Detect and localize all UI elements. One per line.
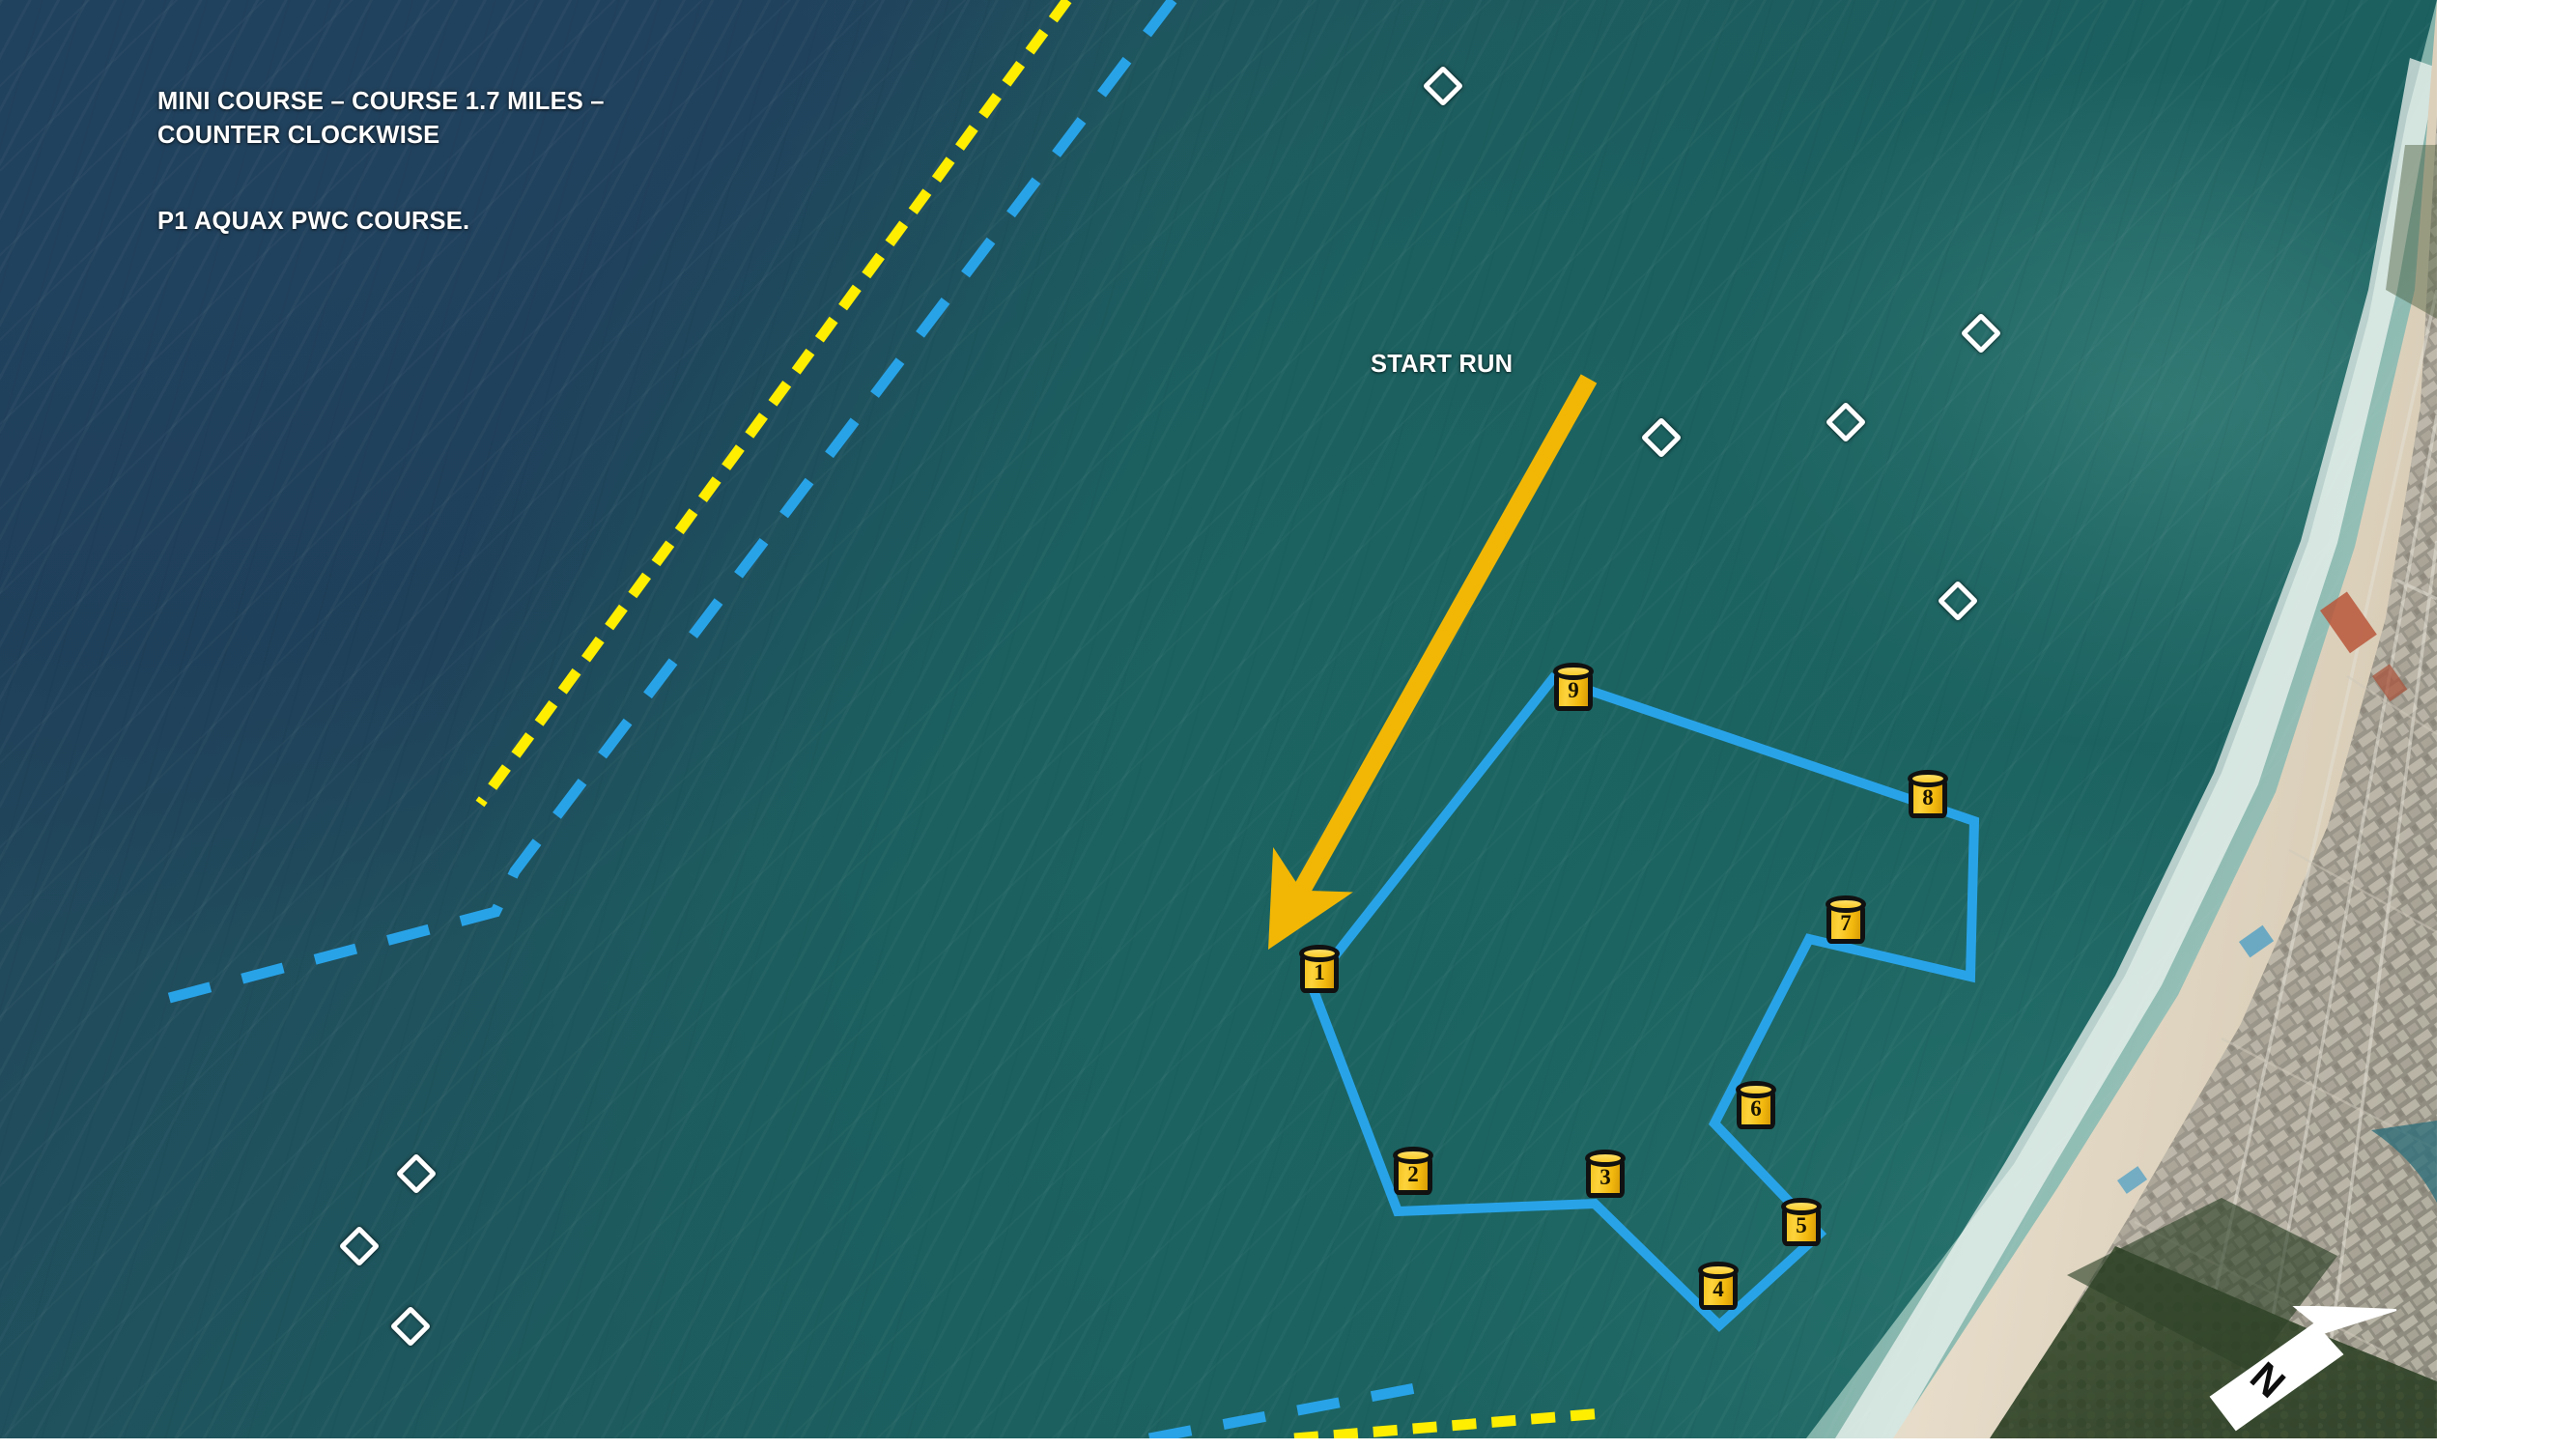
buoy-top [1553, 663, 1594, 680]
shoreline-and-city [1806, 0, 2437, 1438]
buoy-marker-4[interactable]: 4 [1696, 1261, 1741, 1317]
buoy-top [1698, 1262, 1739, 1279]
buoy-top [1299, 945, 1340, 962]
buoy-top [1736, 1081, 1776, 1098]
buoy-number: 8 [1922, 785, 1934, 810]
buoy-marker-7[interactable]: 7 [1824, 895, 1868, 951]
buoy-top [1393, 1147, 1433, 1164]
boundary-inner-blue-south [1147, 1378, 1443, 1438]
buoy-marker-2[interactable]: 2 [1391, 1146, 1435, 1202]
buoy-number: 4 [1713, 1277, 1724, 1301]
buoy-number: 3 [1599, 1165, 1611, 1189]
buoy-number: 1 [1314, 960, 1325, 984]
course-route-line [1307, 672, 1980, 1332]
buoy-number: 6 [1750, 1096, 1762, 1121]
buoy-number: 5 [1796, 1213, 1807, 1237]
start-run-arrow [1268, 374, 1598, 951]
right-page-margin [2437, 0, 2576, 1449]
buoy-top [1826, 895, 1866, 913]
buoy-top [1585, 1150, 1626, 1167]
satellite-basemap: 1 2 3 4 5 6 7 8 9 MINI COURSE – COURSE 1.7 MILES… [0, 0, 2437, 1438]
buoy-number: 2 [1407, 1162, 1419, 1186]
buoy-marker-3[interactable]: 3 [1583, 1149, 1628, 1205]
boundary-inner-blue-north [156, 0, 1177, 1007]
boundary-outer-yellow-south [1293, 1407, 1604, 1438]
title-line-1: MINI COURSE – COURSE 1.7 MILES – [157, 88, 605, 115]
buoy-marker-1[interactable]: 1 [1297, 944, 1342, 1000]
course-overlay [156, 0, 1980, 1438]
buoy-marker-6[interactable]: 6 [1734, 1080, 1778, 1136]
north-arrow-icon: N [2207, 1304, 2400, 1436]
title-line-2: COUNTER CLOCKWISE [157, 122, 440, 150]
boundary-outer-yellow-north [475, 0, 1072, 808]
buoy-top [1908, 770, 1948, 787]
bottom-page-margin [0, 1438, 2576, 1449]
buoy-marker-9[interactable]: 9 [1551, 662, 1596, 718]
buoy-number: 7 [1840, 911, 1852, 935]
page-title: MINI COURSE – COURSE 1.7 MILES – COUNTER… [157, 85, 776, 153]
buoy-marker-8[interactable]: 8 [1906, 769, 1950, 825]
buoy-top [1781, 1198, 1822, 1215]
buoy-number: 9 [1568, 678, 1579, 702]
start-run-label: START RUN [1371, 351, 1514, 378]
course-subtitle: P1 AQUAX PWC COURSE. [157, 208, 470, 235]
buoy-marker-5[interactable]: 5 [1779, 1197, 1824, 1253]
